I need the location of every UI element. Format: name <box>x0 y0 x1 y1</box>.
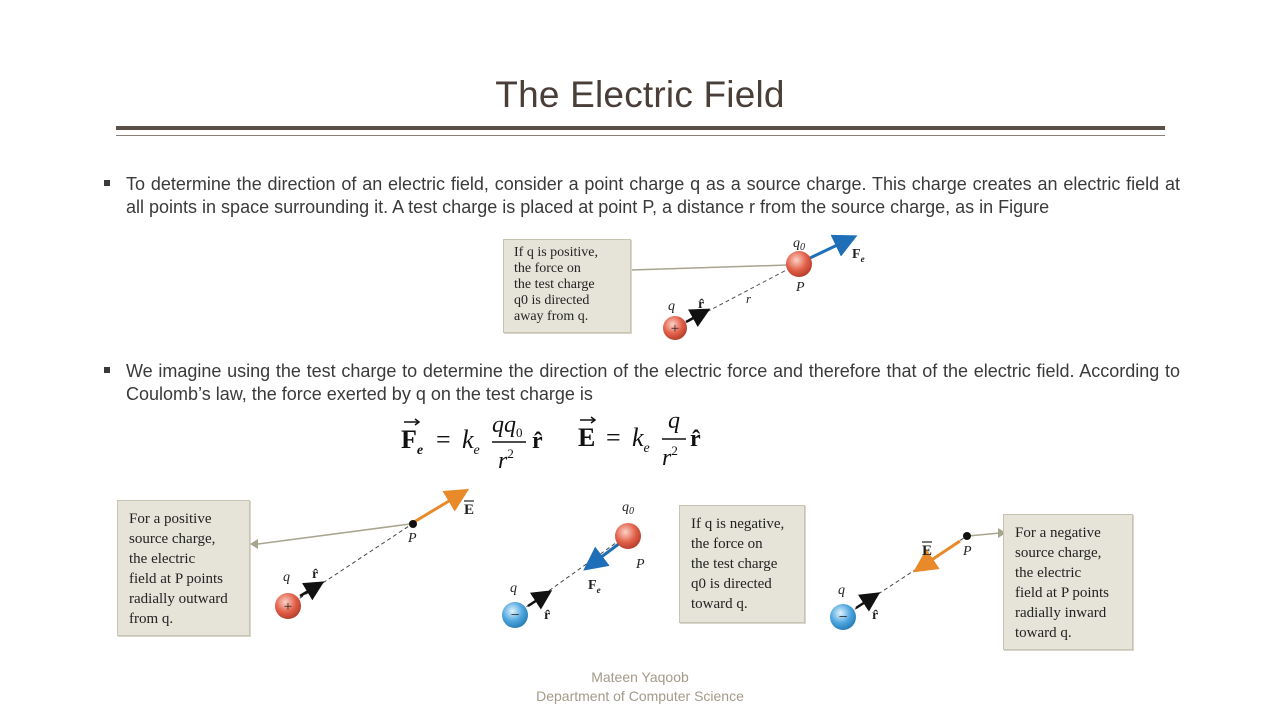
source-q-label: q <box>668 299 675 314</box>
callout-negative-force: If q is negative, the force on the test … <box>679 505 805 623</box>
bullet-square-icon <box>104 367 110 373</box>
bullet-item: To determine the direction of an electri… <box>104 173 1180 219</box>
callout-line: toward q. <box>1015 625 1072 641</box>
test-charge <box>786 251 812 277</box>
unit-vector-arrow <box>299 581 325 601</box>
force-arrow <box>583 541 621 571</box>
charge-sign: − <box>510 607 519 624</box>
callout-line: If q is negative, <box>691 516 785 532</box>
point-p-label: P <box>962 544 972 559</box>
callout-line: q0 is directed <box>691 576 772 592</box>
callout-line: the electric <box>129 551 196 567</box>
bullet-square-icon <box>104 180 110 186</box>
callout-line: For a negative <box>1015 525 1101 541</box>
negative-field-figure: − P E q r̂ <box>830 528 1006 630</box>
distance-r-label: r <box>746 291 752 306</box>
point-p-label: P <box>635 557 645 572</box>
callout-leader-line <box>257 523 411 545</box>
callout-line: field at P points <box>129 571 224 587</box>
source-charge-negative <box>502 602 528 628</box>
callout-line: field at P points <box>1015 585 1110 601</box>
rhat-label: r̂ <box>312 567 319 582</box>
field-equation: E = ke q r2 r̂ <box>578 408 701 470</box>
positive-field-figure: + P E q r̂ <box>250 488 474 619</box>
source-q-label: q <box>510 581 517 596</box>
charge-sign: + <box>671 321 679 337</box>
callout-line: For a positive <box>129 511 212 527</box>
charge-sign: − <box>838 609 847 626</box>
svg-text:ke: ke <box>632 423 650 456</box>
title-divider-thick <box>116 126 1165 130</box>
callout-line: the force on <box>514 261 581 276</box>
bullet-text: To determine the direction of an electri… <box>126 174 1180 217</box>
callout-line: the electric <box>1015 565 1082 581</box>
unit-vector-arrow <box>855 592 881 612</box>
source-charge-positive <box>663 316 687 340</box>
source-charge-positive <box>275 593 301 619</box>
point-p-dot <box>963 532 971 540</box>
callout-line: the test charge <box>691 556 778 572</box>
svg-text:r̂: r̂ <box>690 426 701 452</box>
footer-author: Mateen Yaqoob <box>591 669 689 685</box>
svg-text:r2: r2 <box>662 443 678 470</box>
test-charge-figure: + q0 P Fe q r̂ r <box>631 234 865 340</box>
title-divider-thin <box>116 135 1165 136</box>
field-arrow <box>413 488 470 524</box>
callout-line: away from q. <box>514 309 589 324</box>
callout-leader-line <box>631 264 789 271</box>
charge-sign: + <box>284 599 292 615</box>
callout-line: radially outward <box>129 591 228 607</box>
test-charge <box>615 523 641 549</box>
svg-text:r2: r2 <box>498 446 514 472</box>
slide-title: The Electric Field <box>495 74 785 115</box>
svg-text:E: E <box>578 423 595 452</box>
source-q-label: q <box>283 570 290 585</box>
callout-leader-line <box>967 532 1001 537</box>
callout-line: the force on <box>691 536 763 552</box>
force-equation: Fe = ke qq0 r2 r̂ <box>401 412 543 472</box>
callout-line: radially inward <box>1015 605 1107 621</box>
point-p-dot <box>409 520 417 528</box>
callout-negative-field: For a negative source charge, the electr… <box>1003 514 1133 650</box>
footer-department: Department of Computer Science <box>536 688 744 704</box>
callout-line: toward q. <box>691 596 748 612</box>
callout-line: source charge, <box>1015 545 1102 561</box>
rhat-label: r̂ <box>698 297 705 312</box>
rhat-label: r̂ <box>872 608 879 623</box>
dashed-radius-line <box>287 523 413 607</box>
field-label: E <box>464 502 474 518</box>
svg-text:=: = <box>606 423 621 452</box>
field-label: E <box>922 543 932 559</box>
svg-text:Fe: Fe <box>401 425 423 458</box>
q0-label: q0 <box>793 236 805 253</box>
source-q-label: q <box>838 583 845 598</box>
callout-line: the test charge <box>514 277 595 292</box>
bullet-text: We imagine using the test charge to dete… <box>126 361 1180 404</box>
force-arrow <box>809 234 858 260</box>
q0-label: q0 <box>622 500 634 517</box>
point-p-label: P <box>407 531 417 546</box>
force-label: Fe <box>588 578 601 595</box>
point-p-label: P <box>795 280 805 295</box>
bullet-item: We imagine using the test charge to dete… <box>104 360 1180 406</box>
callout-line: source charge, <box>129 531 216 547</box>
svg-text:qq0: qq0 <box>492 412 523 440</box>
callout-line: from q. <box>129 611 174 627</box>
rhat-label: r̂ <box>544 608 551 623</box>
field-arrow <box>913 539 961 573</box>
svg-text:q: q <box>668 408 680 434</box>
svg-text:=: = <box>436 425 451 454</box>
svg-text:ke: ke <box>462 425 480 458</box>
unit-vector-arrow <box>527 590 553 610</box>
callout-positive-force: If q is positive, the force on the test … <box>503 239 631 333</box>
callout-line: q0 is directed <box>514 293 590 308</box>
callout-positive-field: For a positive source charge, the electr… <box>117 500 250 636</box>
unit-vector-arrow <box>685 308 711 327</box>
callout-line: If q is positive, <box>514 245 598 260</box>
source-charge-negative <box>830 604 856 630</box>
force-label: Fe <box>852 247 865 264</box>
svg-text:r̂: r̂ <box>532 428 543 454</box>
negative-force-figure: − q0 P Fe q r̂ <box>502 500 645 628</box>
